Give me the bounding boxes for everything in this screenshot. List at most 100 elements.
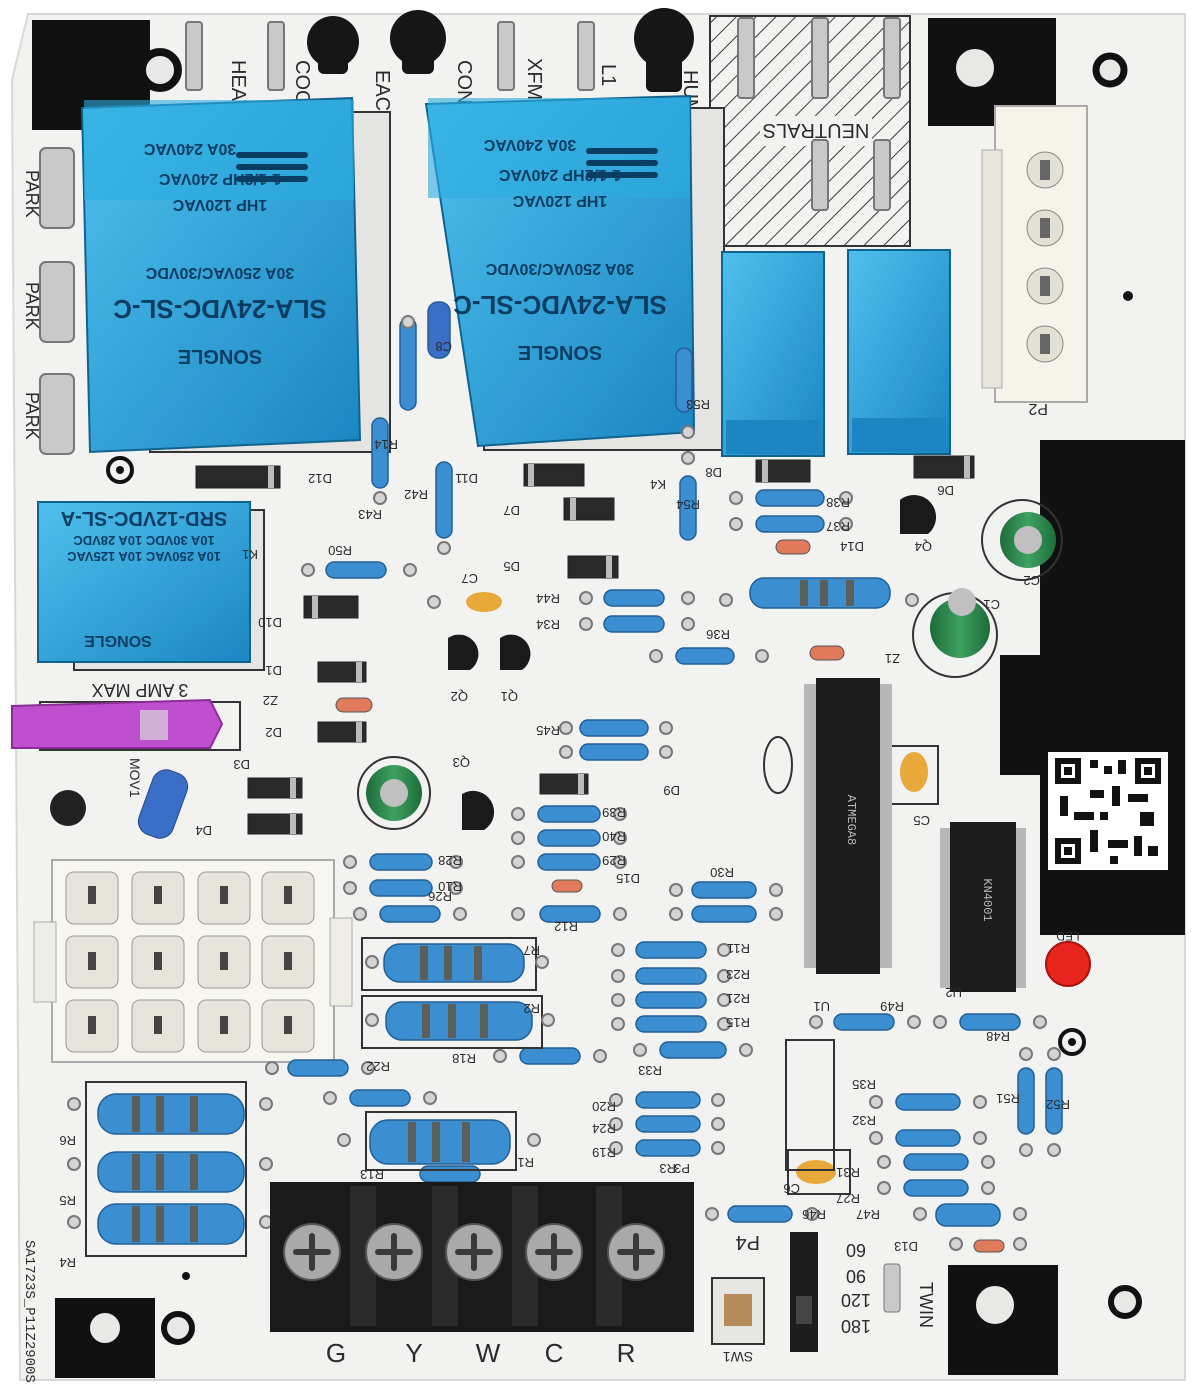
mounting-hole [1092,52,1128,88]
label-eac: EAC [371,70,393,111]
refdes-r27: R27 [836,1191,860,1206]
refdes-r1: R1 [517,1155,534,1170]
relay-1-rating-2: 1HP 120VAC [172,196,267,213]
test-point [50,790,86,826]
refdes-q1: Q1 [501,689,518,704]
solder-pads [67,315,1061,1251]
connector-12-pin [33,859,353,1063]
songle-logo-icon [586,148,658,178]
jumper-option-labels: 60 90 120 180 [841,1240,871,1336]
push-button-switch [711,1277,765,1345]
refdes-d14: D14 [840,539,864,554]
component-outline-p3 [785,1039,835,1171]
ground-test-points [106,456,1086,1056]
refdes-r46: R46 [802,1207,826,1222]
refdes-q4: Q4 [915,539,932,554]
label-fuse: 3 AMP MAX [92,680,189,700]
label-mov: MOV1 [127,758,143,798]
refdes-d15: D15 [616,871,640,886]
refdes-r24: R24 [592,1121,616,1136]
refdes-c2: C2 [1023,573,1040,588]
refdes-d4: D4 [195,823,212,838]
refdes-r20: R20 [592,1099,616,1114]
component-outline [787,1149,851,1195]
relay-1-rating-1: 30A 250VAC/30VDC [145,264,294,281]
refdes-d1: D1 [265,663,282,678]
relay-2-brand: SONGLE [518,341,602,363]
relay-k2: SONGLE SLA-24VDC-SL-C 30A 250VAC/30VDC 1… [80,96,391,454]
refdes-k4: K4 [650,477,666,492]
refdes-r15: R15 [726,1015,750,1030]
connector-p2 [981,105,1088,403]
refdes-r53: R53 [686,397,710,412]
wire-grommets [307,8,694,92]
top-spade-terminals [185,21,595,91]
refdes-d5: D5 [503,559,520,574]
refdes-r52: R52 [1046,1097,1070,1112]
refdes-r2: R2 [523,1001,540,1016]
label-terminal-r: R [617,1338,636,1368]
refdes-r3: R3 [659,1161,676,1176]
relay-1-brand: SONGLE [178,345,262,367]
refdes-r14: R14 [374,437,398,452]
label-jumper-120: 120 [841,1290,871,1310]
label-park-2: PARK [22,282,42,330]
relay-small-blue-2 [847,249,951,455]
label-sw1: SW1 [723,1349,754,1365]
label-terminal-y: Y [405,1338,422,1368]
relay-2-rating-3: 1-1/2HP 240VAC [498,166,621,183]
relay-k1-rating-1: 10A 30VDC 10A 28VDC [73,533,215,548]
refdes-c5: C5 [913,813,930,828]
resistors [97,301,1063,1245]
refdes-r23: R23 [726,967,750,982]
relay-k1: SRD-12VDC-SL-A 10A 30VDC 10A 28VDC 10A 2… [37,501,265,671]
refdes-r33: R33 [638,1063,662,1078]
refdes-r13: R13 [360,1167,384,1182]
label-park-1: PARK [22,170,42,218]
refdes-u1: U1 [813,999,830,1014]
label-terminal-g: G [326,1338,346,1368]
label-park-3: PARK [22,392,42,440]
fuse [11,698,241,751]
mounting-hole [161,1311,195,1345]
refdes-r38: R38 [826,495,850,510]
refdes-z2: Z2 [263,693,278,708]
refdes-r19: R19 [592,1145,616,1160]
refdes-d8: D8 [705,465,722,480]
terminal-strip [270,1182,694,1332]
label-p4: P4 [736,1231,760,1253]
mounting-hole [1108,1285,1142,1319]
refdes-r28: R28 [438,853,462,868]
twin-terminal [883,1263,901,1313]
relay-2-rating-2: 1HP 120VAC [512,192,607,209]
refdes-d7: D7 [503,503,520,518]
label-jumper-60: 60 [846,1240,866,1260]
label-terminal-w: W [476,1338,501,1368]
relay-1-rating-4: 30A 240VAC [143,140,236,157]
label-terminal-c: C [545,1338,564,1368]
refdes-d12: D12 [308,471,332,486]
relay-2-rating-1: 30A 250VAC/30VDC [485,260,634,277]
refdes-r32: R32 [852,1113,876,1128]
relay-k1-model: SRD-12VDC-SL-A [61,507,228,529]
refdes-r6: R6 [59,1133,76,1148]
refdes-q2: Q2 [451,689,468,704]
refdes-r7: R7 [523,943,540,958]
park-labels: PARK PARK PARK [22,170,42,440]
refdes-r42: R42 [404,487,428,502]
refdes-r47: R47 [856,1207,880,1222]
refdes-d9: D9 [663,783,680,798]
capacitor-c2-left [357,756,431,830]
refdes-r18: R18 [452,1051,476,1066]
label-twin: TWIN [916,1282,936,1328]
mounting-hole [138,48,182,92]
chip-u2: KN4001 [940,822,1026,992]
refdes-z1: Z1 [885,651,900,666]
refdes-r29: R29 [602,853,626,868]
refdes-r44: R44 [536,591,560,606]
refdes-r30: R30 [710,865,734,880]
mov-varistor [137,769,189,839]
refdes-r36: R36 [706,627,730,642]
label-jumper-180: 180 [841,1316,871,1336]
jumper-header-p4 [790,1232,818,1352]
